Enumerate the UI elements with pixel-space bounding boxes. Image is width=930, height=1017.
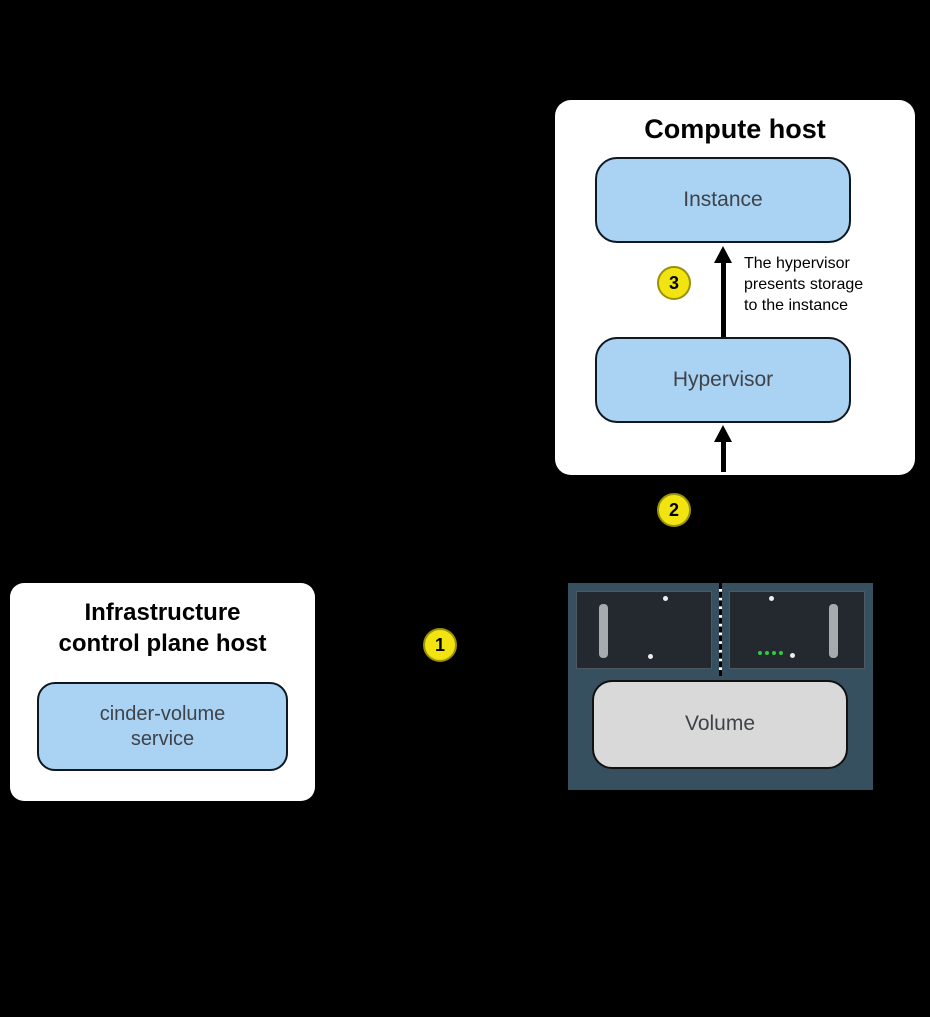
cinder-volume-service-label: cinder-volume service	[99, 702, 226, 750]
drive-bay-right	[729, 591, 865, 669]
activity-led	[779, 651, 783, 655]
up-arrowhead-icon	[714, 425, 732, 442]
drive-bay-left	[576, 591, 712, 669]
hypervisor-annotation: The hypervisor presents storage to the i…	[744, 255, 864, 314]
compute-host-title: Compute host	[644, 114, 826, 144]
hypervisor-box: Hypervisor	[595, 337, 851, 423]
instance-label: Instance	[683, 187, 763, 211]
hypervisor-label: Hypervisor	[672, 367, 774, 391]
step-1-badge: 1	[423, 628, 457, 662]
up-arrowhead-icon	[714, 246, 732, 263]
control-plane-host-title: Infrastructure control plane host	[58, 599, 267, 657]
step-2-badge: 2	[657, 493, 691, 527]
screw-dot	[790, 653, 795, 658]
screw-dot	[769, 596, 774, 601]
step-3-badge: 3	[657, 266, 691, 300]
volume-box: Volume	[592, 680, 848, 769]
arrow-shaft	[721, 262, 726, 338]
arrow-shaft	[721, 441, 726, 472]
drive-handle	[829, 604, 838, 658]
split-dashed-line	[719, 583, 722, 676]
activity-led	[772, 651, 776, 655]
instance-box: Instance	[595, 157, 851, 243]
screw-dot	[648, 654, 653, 659]
activity-led	[758, 651, 762, 655]
drive-handle	[599, 604, 608, 658]
activity-led	[765, 651, 769, 655]
storage-array: Volume	[568, 583, 873, 790]
cinder-volume-service-box: cinder-volume service	[37, 682, 288, 771]
screw-dot	[663, 596, 668, 601]
compute-host-box: Compute host Instance The hypervisor pre…	[555, 100, 915, 475]
volume-label: Volume	[684, 712, 756, 736]
control-plane-host-box: Infrastructure control plane host cinder…	[10, 583, 315, 801]
